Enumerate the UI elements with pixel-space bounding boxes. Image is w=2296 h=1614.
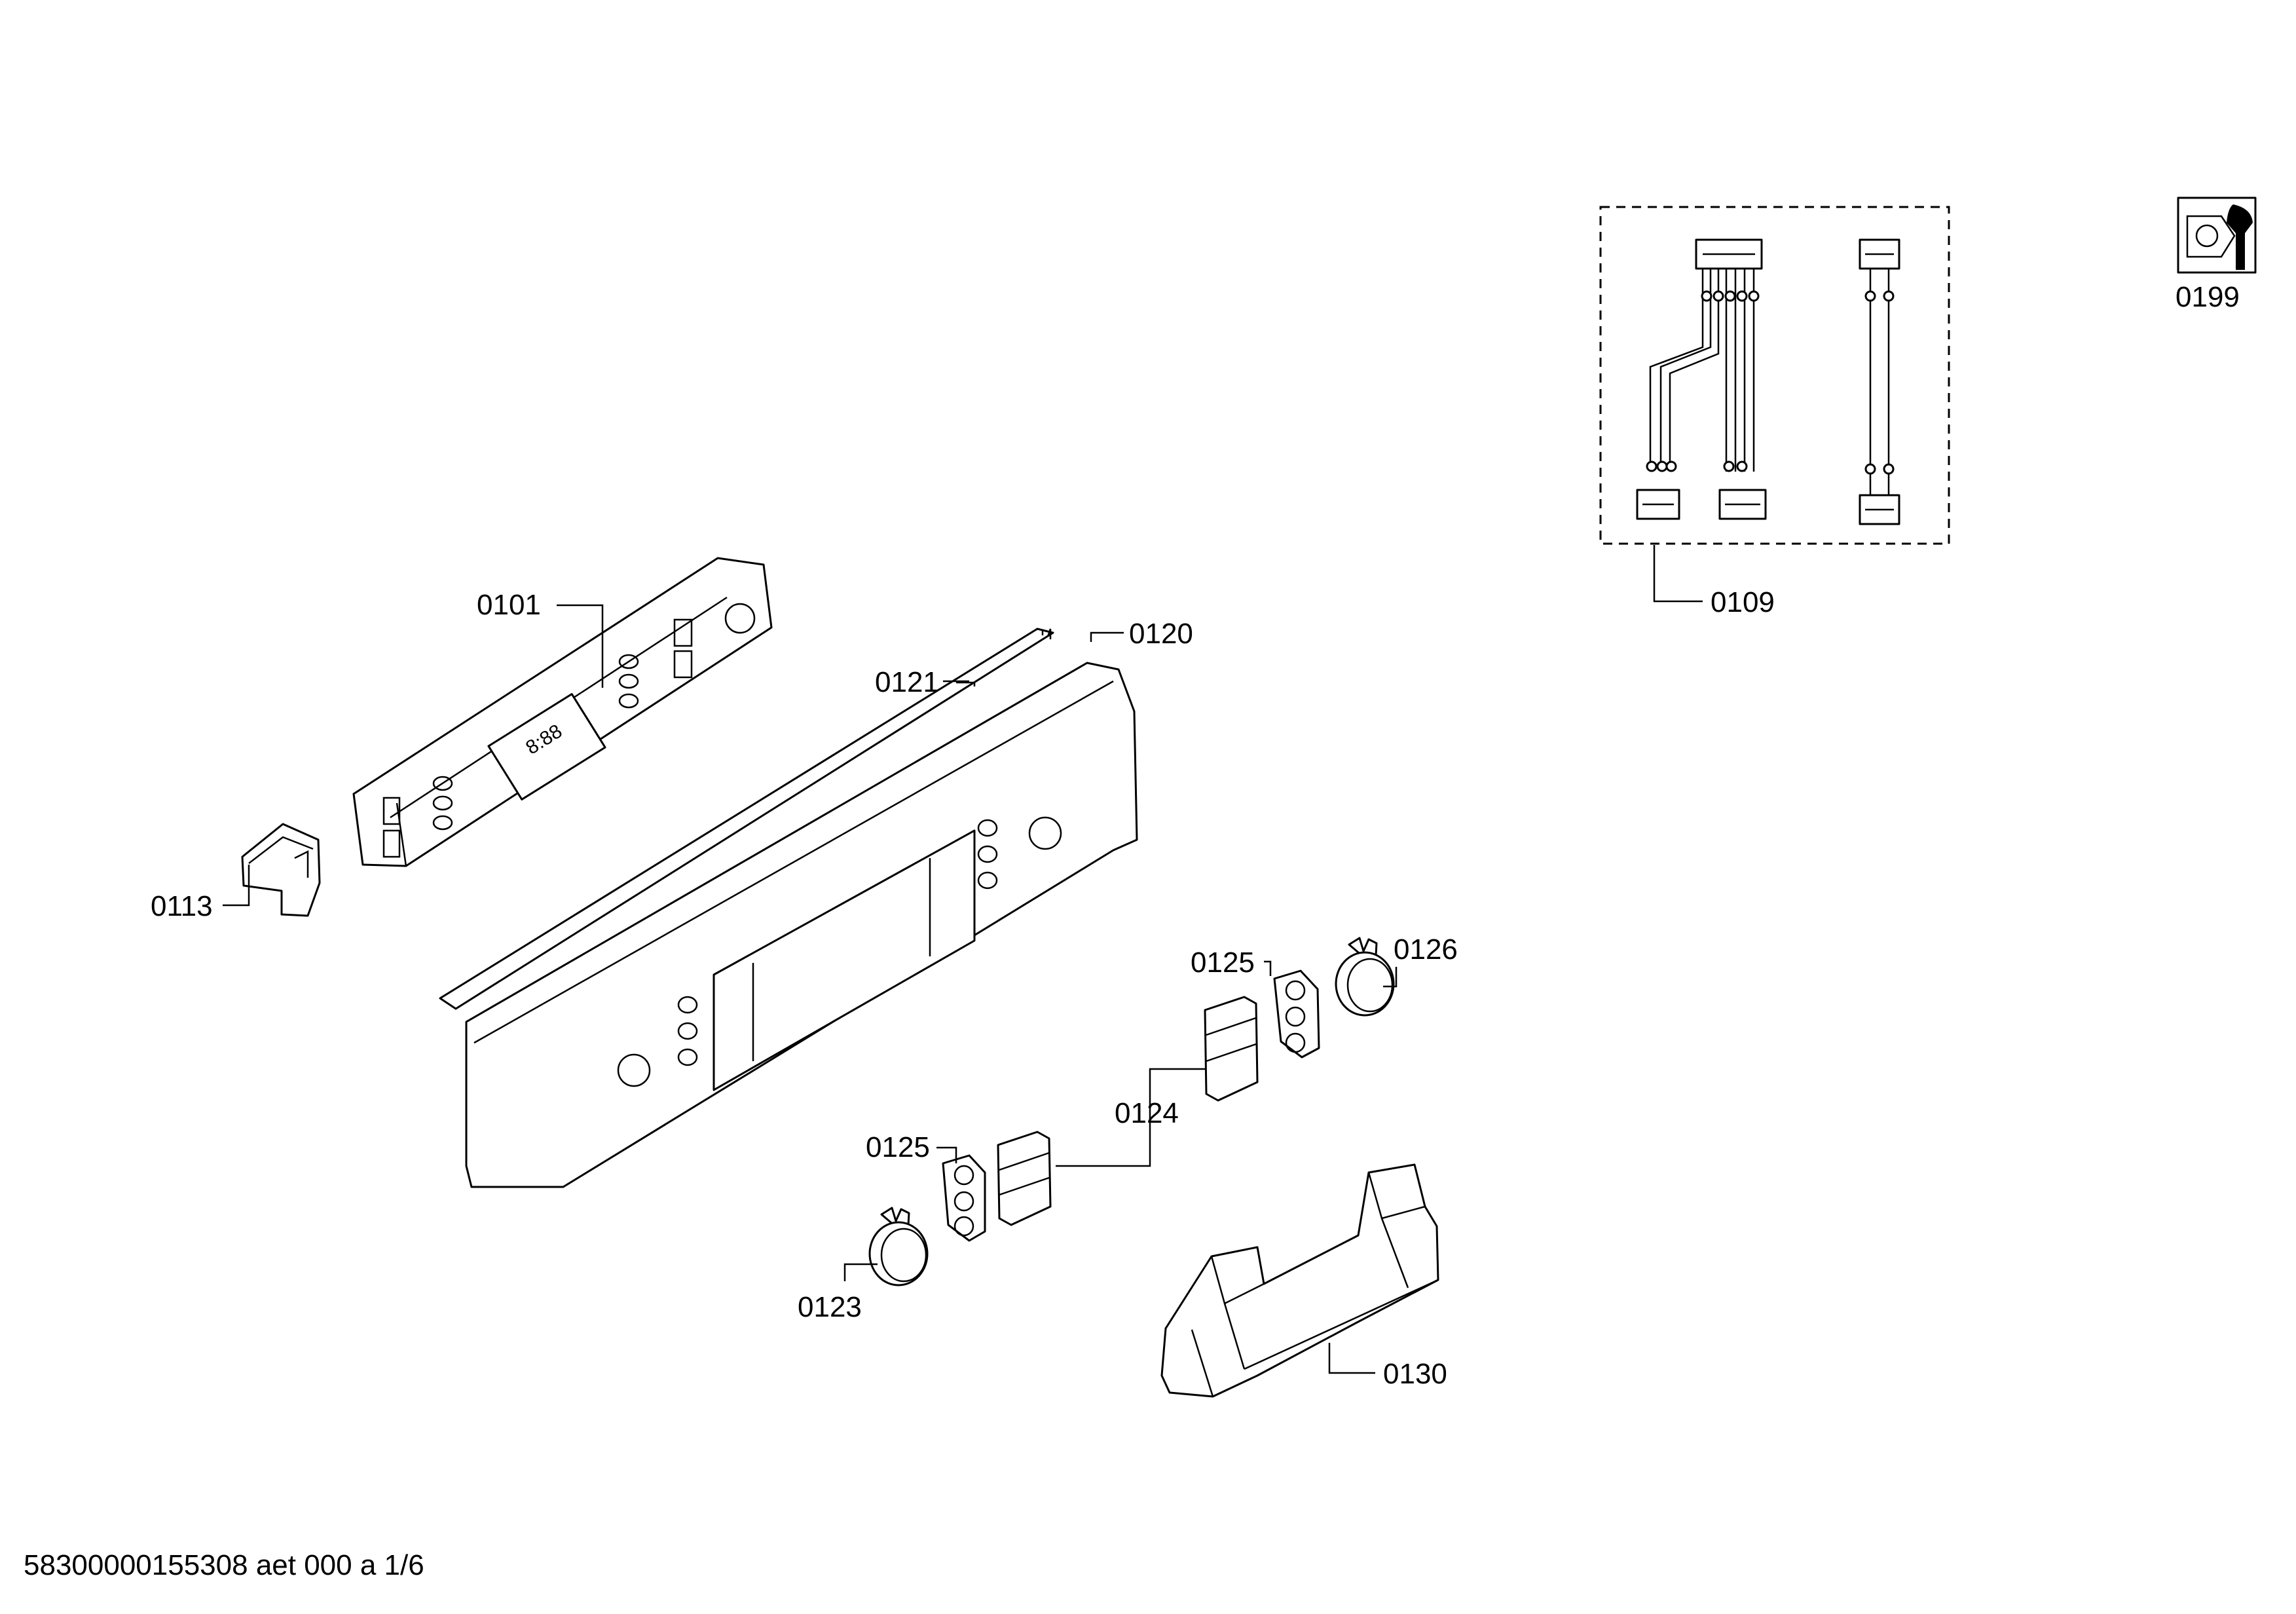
part-label-0130: 0130: [1383, 1358, 1447, 1390]
part-label-0126: 0126: [1394, 933, 1458, 966]
button-block-upper-0124: [1204, 996, 1259, 1102]
service-tool-icon: [2177, 197, 2257, 274]
part-label-0199: 0199: [2176, 281, 2240, 313]
button-caps-upper-0125: [1273, 969, 1320, 1059]
control-panel-0120: [465, 662, 1138, 1188]
wiring-harness-0109: [1599, 206, 1950, 545]
button-caps-lower-0125: [942, 1154, 986, 1242]
part-label-0123: 0123: [798, 1291, 862, 1323]
knob-0123: [868, 1207, 929, 1286]
part-label-0109: 0109: [1711, 586, 1775, 618]
part-label-0124: 0124: [1115, 1097, 1179, 1129]
part-label-0120: 0120: [1129, 618, 1193, 650]
drawing-reference: 58300000155308 aet 000 a 1/6: [24, 1549, 424, 1581]
button-block-lower-0124: [997, 1131, 1052, 1226]
bracket-0113: [241, 823, 321, 917]
part-label-0121: 0121: [875, 666, 939, 698]
part-label-0101: 0101: [477, 589, 541, 621]
knob-0126: [1335, 937, 1395, 1017]
part-label-0125-upper: 0125: [1191, 947, 1255, 979]
electronic-module-0101: 8:88: [352, 557, 773, 867]
trim-strip-0121: [439, 628, 1054, 1010]
bracket-0130: [1160, 1163, 1439, 1398]
part-label-0113: 0113: [151, 890, 213, 922]
part-label-0125-lower: 0125: [866, 1131, 930, 1163]
